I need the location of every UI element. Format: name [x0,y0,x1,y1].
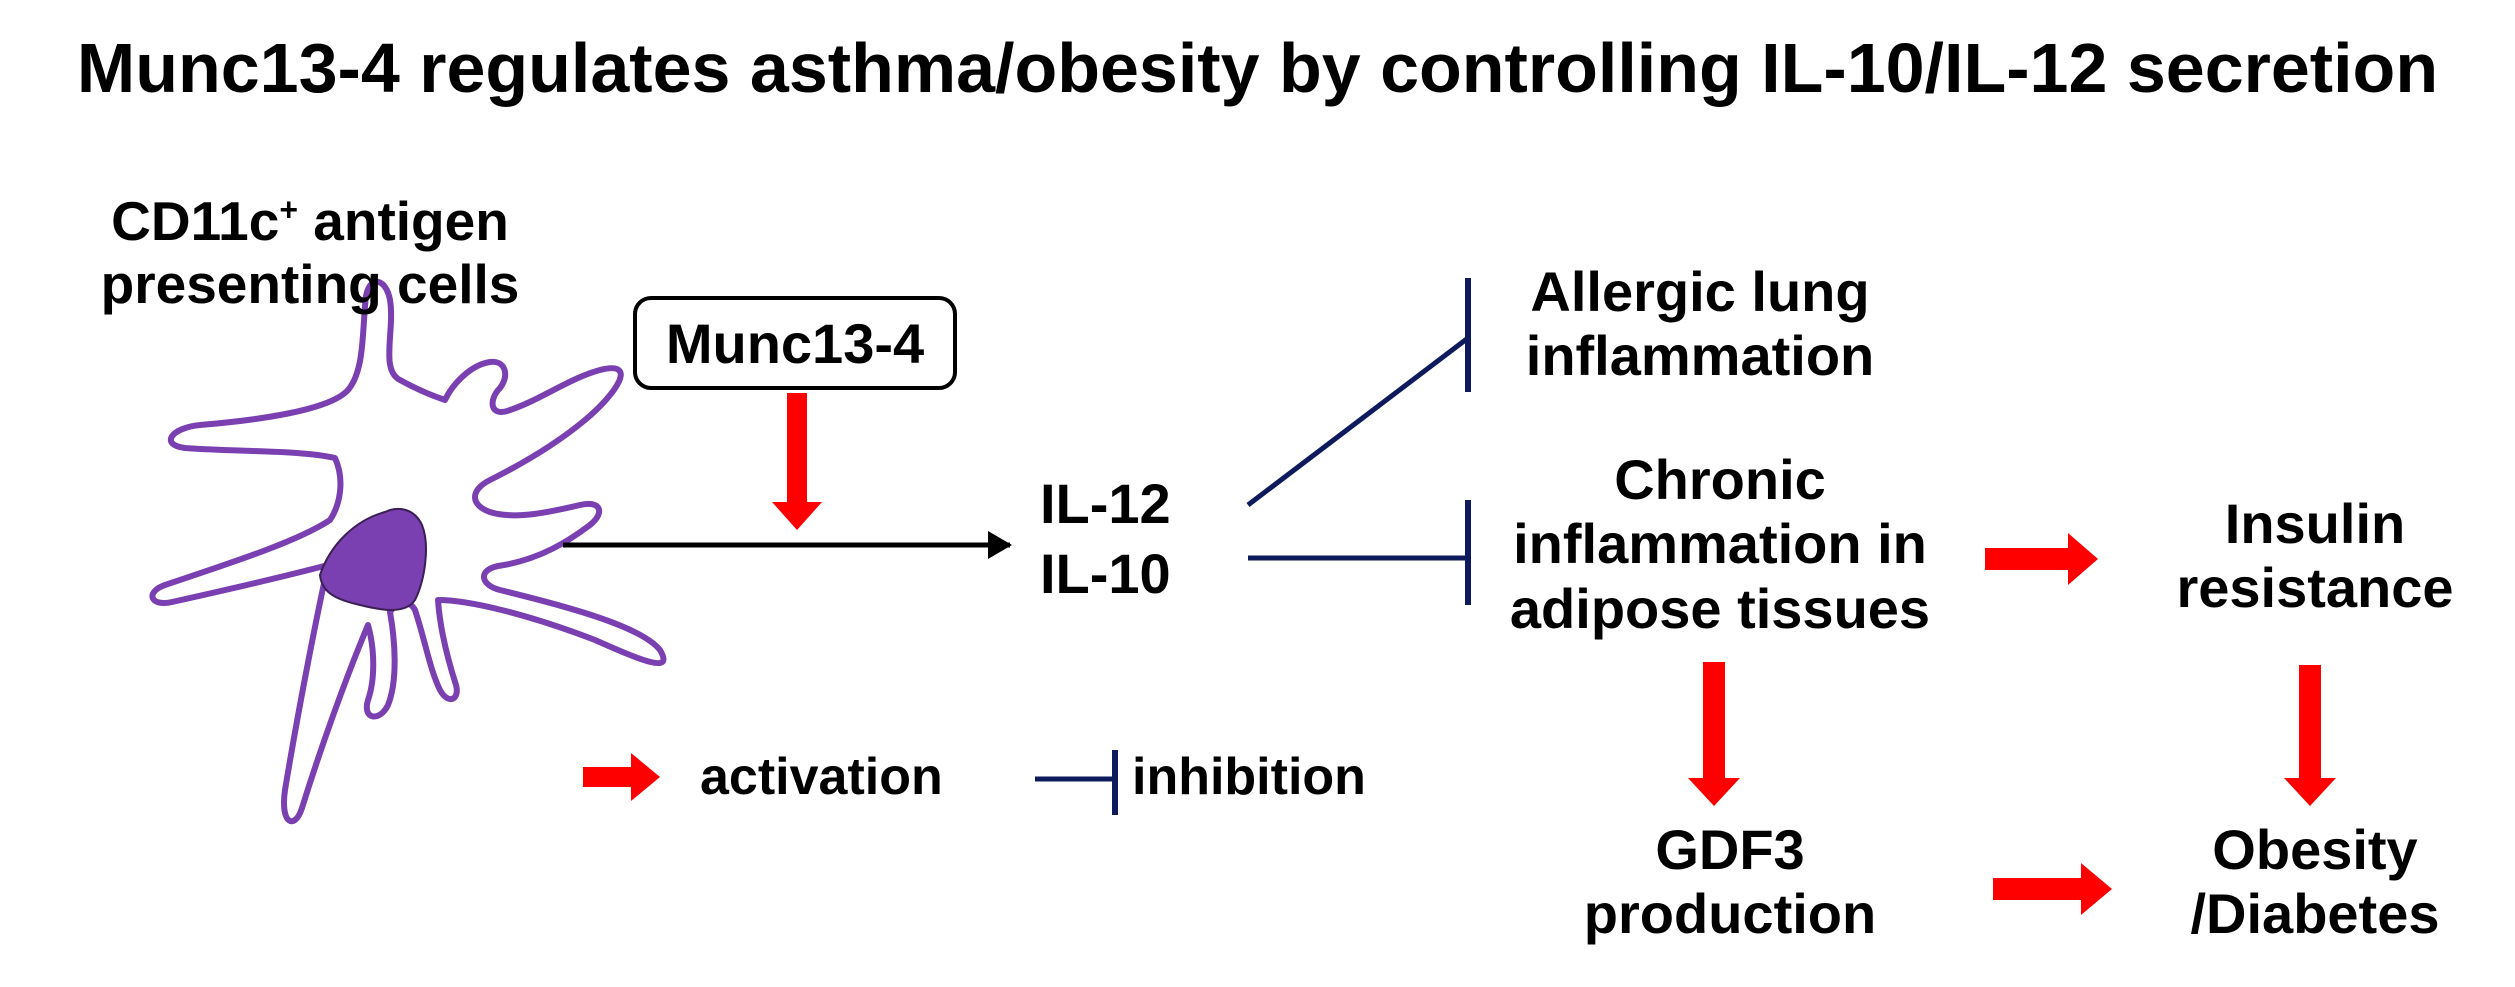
diagram-title: Munc13-4 regulates asthma/obesity by con… [76,29,2439,107]
inhibition-arrow-chronic [1248,500,1471,605]
cell-label-main: CD11c [111,190,280,252]
activation-arrow-obesity-right [1993,863,2112,915]
cell-label: CD11c+ antigen presenting cells [20,190,600,317]
nucleus-icon [318,507,427,611]
legend-inhibition-label: inhibition [1132,748,1366,806]
cell-label-line2: presenting cells [100,253,520,316]
legend-activation-label: activation [700,748,943,806]
munc13-4-label: Munc13-4 [665,311,925,375]
activation-arrow-obesity-down [2284,665,2336,806]
legend-inhibition-icon [1035,750,1118,815]
dendritic-cell-icon [149,278,667,825]
activation-arrow-gdf3 [1688,662,1740,806]
inhibition-arrow-allergic [1246,278,1471,507]
cell-label-sup: + [279,191,298,228]
activation-arrow-insulin [1985,533,2098,585]
munc13-4-node: Munc13-4 [633,296,957,390]
cell-label-rest: antigen [298,190,509,252]
il10-label: IL-10 [1040,542,1171,605]
il12-label: IL-12 [1040,472,1171,535]
activation-arrow-munc [772,393,822,530]
legend-activation-icon [583,753,660,801]
obesity-diabetes-node: Obesity/Diabetes [2190,818,2440,946]
